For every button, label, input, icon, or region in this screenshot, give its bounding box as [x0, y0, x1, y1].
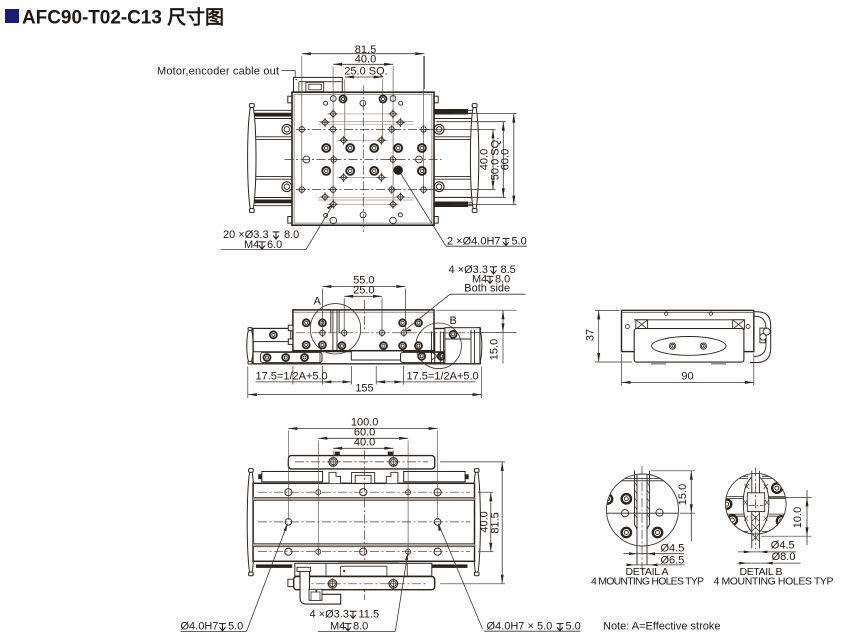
svg-text:5.0: 5.0 [566, 621, 581, 633]
svg-text:Both side: Both side [464, 283, 510, 295]
svg-text:4 MOUNTING HOLES TYP: 4 MOUNTING HOLES TYP [714, 576, 834, 588]
svg-text:2 ×Ø4.0H7: 2 ×Ø4.0H7 [447, 236, 501, 248]
svg-text:B: B [450, 315, 457, 327]
svg-text:Ø6.5: Ø6.5 [661, 555, 685, 567]
svg-text:25.0 SQ.: 25.0 SQ. [344, 66, 387, 78]
svg-text:Ø4.0H7 × 5.0: Ø4.0H7 × 5.0 [487, 621, 553, 633]
svg-text:4 ×Ø3.3: 4 ×Ø3.3 [449, 264, 488, 276]
svg-text:60.0: 60.0 [354, 427, 375, 439]
svg-text:40.0: 40.0 [355, 54, 376, 66]
svg-text:8.0: 8.0 [353, 621, 368, 633]
svg-text:Motor,encoder cable out: Motor,encoder cable out [157, 66, 279, 78]
svg-text:17.5=1/2A+5.0: 17.5=1/2A+5.0 [256, 371, 328, 383]
svg-text:M4: M4 [330, 621, 345, 633]
svg-text:81.5: 81.5 [355, 44, 376, 56]
svg-text:90: 90 [681, 370, 693, 382]
svg-text:5.0: 5.0 [512, 236, 527, 248]
svg-text:50.0 SQ.: 50.0 SQ. [489, 137, 501, 180]
svg-text:15.0: 15.0 [488, 339, 500, 360]
svg-text:DETAIL B: DETAIL B [740, 566, 783, 578]
svg-text:DETAIL A: DETAIL A [626, 566, 669, 578]
svg-text:60.0: 60.0 [500, 149, 512, 170]
svg-text:37: 37 [585, 329, 597, 341]
svg-text:100.0: 100.0 [351, 417, 379, 429]
svg-text:40.0: 40.0 [354, 436, 375, 448]
svg-text:40.0: 40.0 [478, 149, 490, 170]
svg-text:15.0: 15.0 [677, 484, 689, 505]
svg-text:4 MOUNTING HOLES TYP: 4 MOUNTING HOLES TYP [591, 576, 704, 588]
svg-text:Ø4.5: Ø4.5 [661, 543, 685, 555]
svg-text:Ø8.0: Ø8.0 [772, 551, 796, 563]
svg-text:M4: M4 [244, 239, 259, 251]
svg-text:Ø4.0H7: Ø4.0H7 [181, 621, 219, 633]
svg-text:81.5: 81.5 [490, 512, 502, 533]
svg-text:Note: A=Effective stroke: Note: A=Effective stroke [603, 621, 721, 633]
svg-text:4 ×Ø3.3: 4 ×Ø3.3 [310, 608, 349, 620]
svg-text:55.0: 55.0 [353, 275, 374, 287]
svg-text:20 ×Ø3.3: 20 ×Ø3.3 [223, 229, 269, 241]
svg-text:M4: M4 [472, 273, 487, 285]
svg-text:17.5=1/2A+5.0: 17.5=1/2A+5.0 [407, 371, 479, 383]
svg-text:5.0: 5.0 [228, 621, 243, 633]
svg-text:25.0: 25.0 [353, 284, 374, 296]
svg-text:8.5: 8.5 [501, 264, 516, 276]
svg-text:Ø4.5: Ø4.5 [771, 540, 795, 552]
svg-text:6.0: 6.0 [267, 239, 282, 251]
svg-text:A: A [314, 296, 322, 308]
svg-text:8.0: 8.0 [495, 273, 510, 285]
svg-text:10.0: 10.0 [792, 507, 804, 528]
svg-text:AFC90-T02-C13 尺寸图: AFC90-T02-C13 尺寸图 [22, 6, 224, 29]
svg-text:8.0: 8.0 [284, 229, 299, 241]
svg-text:40.0: 40.0 [478, 511, 490, 532]
svg-text:155: 155 [355, 383, 373, 395]
svg-text:11.5: 11.5 [359, 608, 380, 620]
